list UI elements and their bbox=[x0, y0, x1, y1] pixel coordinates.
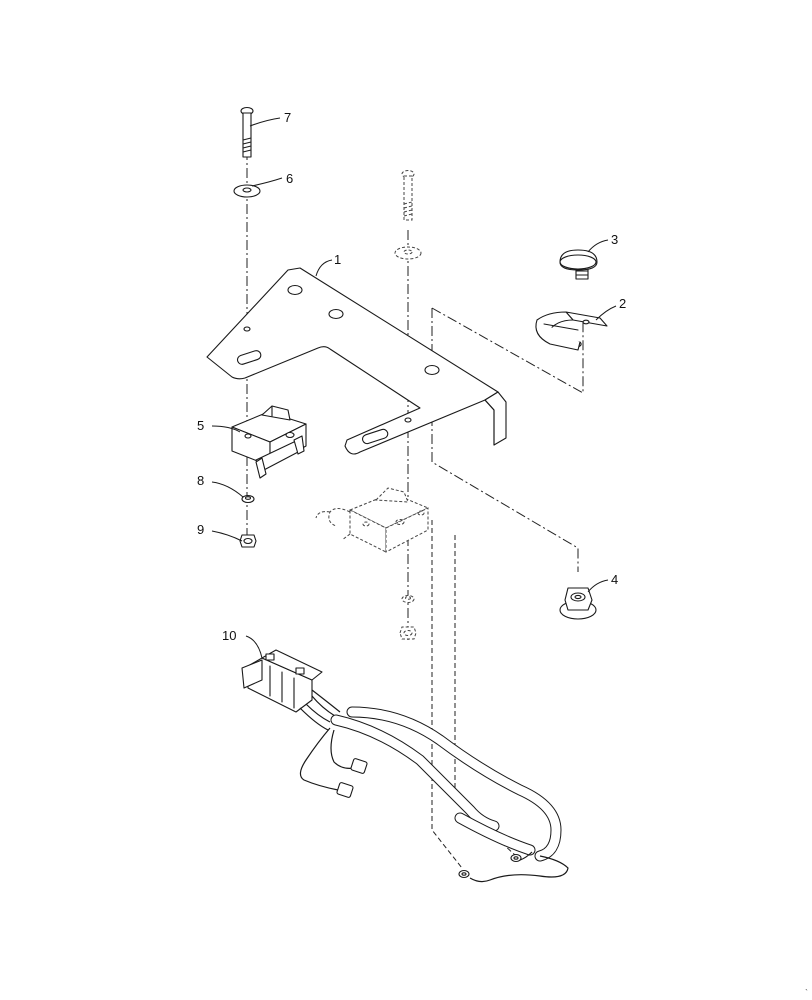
callout-1: 1 bbox=[334, 252, 341, 267]
callout-8: 8 bbox=[197, 473, 204, 488]
part-7-bolt bbox=[240, 106, 254, 158]
part-3-plug bbox=[559, 249, 598, 280]
part-5-switch bbox=[231, 405, 307, 479]
callout-10: 10 bbox=[222, 628, 236, 643]
reference-switch-center bbox=[315, 487, 430, 553]
reference-washer-center bbox=[394, 246, 422, 260]
reference-nut-center bbox=[399, 626, 417, 640]
callout-7: 7 bbox=[284, 110, 291, 125]
part-8-lock-washer bbox=[241, 494, 255, 504]
callout-leaders bbox=[211, 117, 617, 659]
callout-3: 3 bbox=[611, 232, 618, 247]
callout-labels: 1 2 3 4 5 6 7 8 9 10 bbox=[197, 110, 626, 643]
callout-9: 9 bbox=[197, 522, 204, 537]
callout-6: 6 bbox=[286, 171, 293, 186]
part-1-bracket bbox=[206, 267, 507, 455]
part-4-flange-nut bbox=[559, 587, 597, 620]
callout-4: 4 bbox=[611, 572, 618, 587]
part-9-nut bbox=[239, 534, 257, 548]
part-10-wiring-harness bbox=[241, 649, 569, 883]
part-6-washer bbox=[233, 184, 261, 198]
part-2-clip bbox=[535, 311, 608, 351]
callout-2: 2 bbox=[619, 296, 626, 311]
reference-bolt-center bbox=[401, 170, 415, 221]
corner-mark: ` bbox=[805, 988, 808, 998]
reference-lock-washer-center bbox=[401, 595, 415, 603]
callout-5: 5 bbox=[197, 418, 204, 433]
